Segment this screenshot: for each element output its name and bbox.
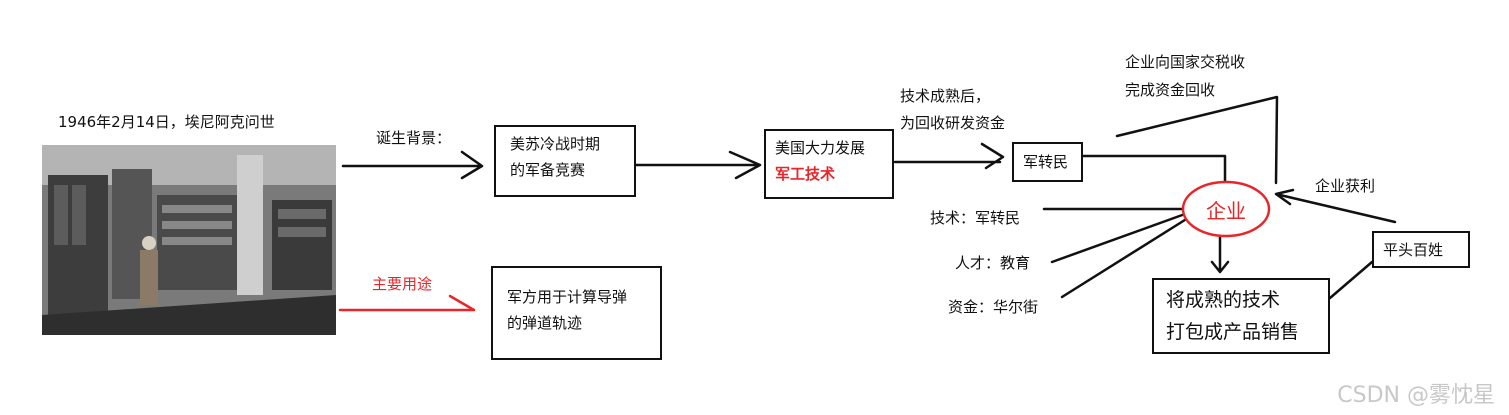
- label-tech: 技术：军转民: [930, 209, 1021, 227]
- label-funds: 资金：华尔街: [948, 298, 1039, 316]
- box-package-products: 将成熟的技术 打包成产品销售: [1152, 278, 1330, 354]
- watermark: CSDN @雾忱星: [1337, 383, 1495, 408]
- box-us-develop-line-1: 美国大力发展: [775, 139, 866, 157]
- box-package-line-2: 打包成产品销售: [1166, 321, 1300, 343]
- arrow-cold-war-to-us: [634, 150, 762, 180]
- box-common-people: 平头百姓: [1372, 231, 1470, 268]
- line-civ-to-enterprise: [1081, 154, 1227, 184]
- arrow-main-use: [338, 294, 476, 312]
- box-cold-war-line-1: 美苏冷战时期: [510, 135, 601, 153]
- box-package-line-1: 将成熟的技术: [1166, 289, 1281, 311]
- eniac-photo-illustration: [42, 145, 336, 335]
- label-talent: 人才：教育: [955, 254, 1031, 272]
- label-background: 诞生背景：: [376, 129, 452, 147]
- box-mil-to-civ: 军转民: [1012, 142, 1083, 182]
- enterprise-label: 企业: [1206, 198, 1246, 223]
- box-military-use-line-1: 军方用于计算导弹: [507, 288, 628, 306]
- box-military-use-line-2: 的弹道轨迹: [507, 314, 583, 332]
- box-cold-war: 美苏冷战时期 的军备竞赛: [494, 125, 636, 197]
- label-main-use: 主要用途: [372, 275, 433, 293]
- box-cold-war-line-2: 的军备竞赛: [510, 161, 586, 179]
- label-profit: 企业获利: [1315, 177, 1376, 195]
- line-funds: [1060, 216, 1190, 299]
- label-tax-2: 完成资金回收: [1125, 81, 1216, 99]
- box-military-use: 军方用于计算导弹 的弹道轨迹: [491, 266, 662, 360]
- line-talent: [1050, 212, 1187, 264]
- line-tax-return: [1115, 95, 1279, 185]
- eniac-caption: 1946年2月14日，埃尼阿克问世: [58, 113, 275, 131]
- arrow-profit: [1274, 188, 1397, 224]
- box-us-develop-line-2: 军工技术: [775, 165, 836, 183]
- label-after-mature-1: 技术成熟后，: [900, 87, 991, 105]
- arrow-background: [341, 150, 484, 180]
- eniac-photo: [42, 145, 336, 335]
- label-tax-1: 企业向国家交税收: [1125, 53, 1246, 71]
- label-after-mature-2: 为回收研发资金: [900, 114, 1006, 132]
- line-package-people: [1328, 260, 1374, 300]
- box-us-develop: 美国大力发展 军工技术: [764, 129, 894, 199]
- arrow-enterprise-to-package: [1210, 234, 1230, 274]
- enterprise-ellipse: [1181, 180, 1271, 238]
- arrow-us-to-civ: [893, 142, 1005, 170]
